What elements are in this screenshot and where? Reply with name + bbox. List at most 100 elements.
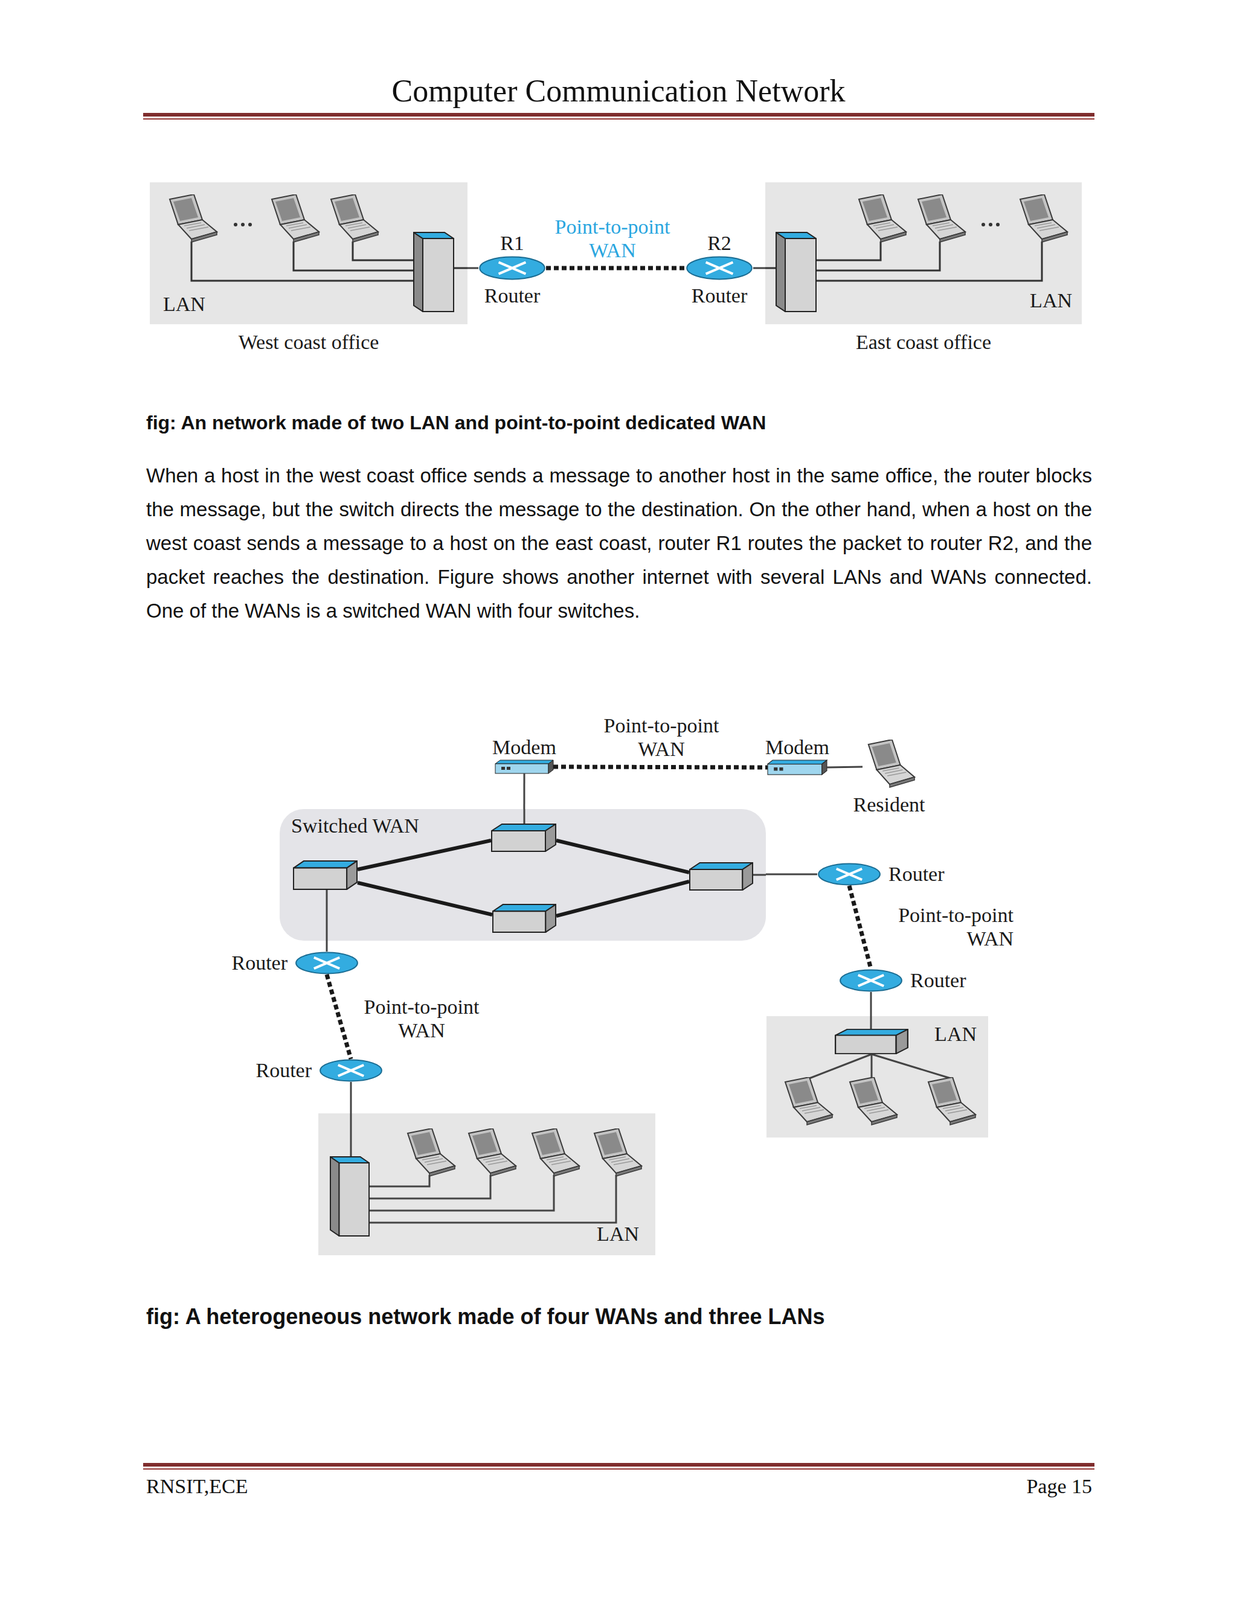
modem-side <box>822 760 827 775</box>
lan-wire <box>815 241 1042 281</box>
laptop-icon <box>868 739 915 788</box>
router-symbol <box>817 863 882 887</box>
router-cross <box>314 957 340 969</box>
page-number: Page 15 <box>1026 1475 1093 1498</box>
node-text-holder: Router <box>255 1058 312 1083</box>
router-symbol <box>318 1059 383 1083</box>
node-text: West coast office <box>238 330 380 354</box>
resident-laptop: Resident <box>862 739 916 790</box>
node-text: Modem <box>492 736 557 759</box>
node-text-holder: LAN <box>596 1222 640 1247</box>
laptop-icon <box>532 1128 580 1177</box>
router-body <box>295 953 358 975</box>
node-text-holder: West coast office <box>125 330 492 354</box>
connector-line <box>350 1082 353 1114</box>
router-cross <box>338 1065 364 1077</box>
lan-wire <box>871 1054 951 1079</box>
body-paragraph: When a host in the west coast office sen… <box>146 464 1093 623</box>
lan-wire <box>368 1175 430 1187</box>
switch-symbol <box>776 232 817 312</box>
router-node: Router <box>838 969 903 993</box>
node-text: LAN <box>163 292 206 316</box>
node-text-holder: Switched WAN <box>291 814 420 838</box>
laptop-icon <box>330 194 379 243</box>
stub-wire <box>870 1016 873 1030</box>
wan-link <box>357 840 492 870</box>
node-text-holder: Modem <box>446 735 602 761</box>
laptop-icon <box>407 1128 455 1177</box>
node-text-holder: Router <box>231 951 288 975</box>
connector-line <box>870 992 873 1017</box>
modem-node: Modem <box>767 760 827 775</box>
node-text: Router <box>231 951 288 975</box>
header-rule <box>143 118 1095 120</box>
router-cross <box>858 975 884 987</box>
footer-text: RNSIT,ECE <box>146 1475 248 1498</box>
modem-front <box>767 764 823 775</box>
laptop-icon <box>928 1077 976 1126</box>
point-to-point-link <box>553 767 768 768</box>
laptop-icon <box>858 194 907 243</box>
wan-link <box>556 881 690 917</box>
laptop-icon <box>271 194 319 243</box>
router-node: R1Router <box>478 256 547 281</box>
lan-wire <box>765 267 777 270</box>
figure-caption: fig: An network made of two LAN and poin… <box>146 411 766 434</box>
lan-wire <box>191 241 415 281</box>
connector-line <box>826 766 863 769</box>
lan-wire <box>815 241 881 261</box>
router-cross <box>836 869 862 881</box>
modem-led <box>501 767 505 771</box>
connector-line <box>753 266 766 269</box>
modem-symbol <box>495 760 554 774</box>
node-text: R2 <box>707 231 732 255</box>
footer-rule <box>143 1463 1095 1468</box>
modem-led <box>773 767 778 771</box>
stub-wires <box>326 809 951 1224</box>
node-text: Switched WAN <box>291 814 420 838</box>
stub-wire <box>326 890 328 942</box>
node-text: Router <box>691 284 748 307</box>
figure-caption: fig: A heterogeneous network made of fou… <box>146 1304 825 1330</box>
node-text-holder: East coast office <box>741 330 1106 354</box>
switch-symbol <box>492 904 556 933</box>
page-title-holder: Computer Communication Network <box>0 72 1237 110</box>
point-to-point-link <box>326 974 351 1060</box>
node-text-holder: Router <box>888 862 945 887</box>
node-text-holder: LAN <box>934 1022 977 1047</box>
stub-wire <box>753 874 766 877</box>
node-text-holder: Router <box>910 968 967 993</box>
connector-line <box>523 773 525 810</box>
node-text: Router <box>910 969 967 992</box>
laptop-icon <box>1020 194 1068 243</box>
link-label: Point-to-point WAN <box>364 996 480 1042</box>
connector-line <box>326 941 328 952</box>
switch-symbol <box>835 1029 908 1054</box>
node-text: Resident <box>853 793 926 817</box>
connector-line <box>467 266 479 269</box>
stub-wire <box>350 1113 353 1158</box>
node-text: LAN <box>1029 289 1073 312</box>
page-number-holder: Page 15 <box>845 1474 1093 1500</box>
node-text-holder: Resident <box>814 789 964 817</box>
router-node: R2Router <box>685 256 754 281</box>
lan-wire <box>454 267 468 270</box>
switch-symbol <box>689 863 753 891</box>
ellipsis-dot <box>248 222 252 227</box>
ellipsis-dot <box>233 222 238 227</box>
node-text: R1 <box>500 231 525 255</box>
switch-symbol <box>413 232 454 312</box>
router-node: Router <box>318 1059 383 1083</box>
router-body <box>320 1060 382 1082</box>
modem-top <box>767 760 827 765</box>
link-label-holder: Point-to-point WAN <box>355 995 489 1043</box>
node-text: Modem <box>765 736 830 759</box>
ellipsis-dot <box>988 222 993 227</box>
router-body <box>840 970 902 992</box>
lan-wire <box>809 1054 872 1079</box>
connector-line <box>765 873 818 876</box>
modem-symbol <box>767 760 827 775</box>
router-symbol <box>685 256 754 281</box>
node-text: Router <box>888 863 945 886</box>
footer-text-holder: RNSIT,ECE <box>146 1474 509 1500</box>
